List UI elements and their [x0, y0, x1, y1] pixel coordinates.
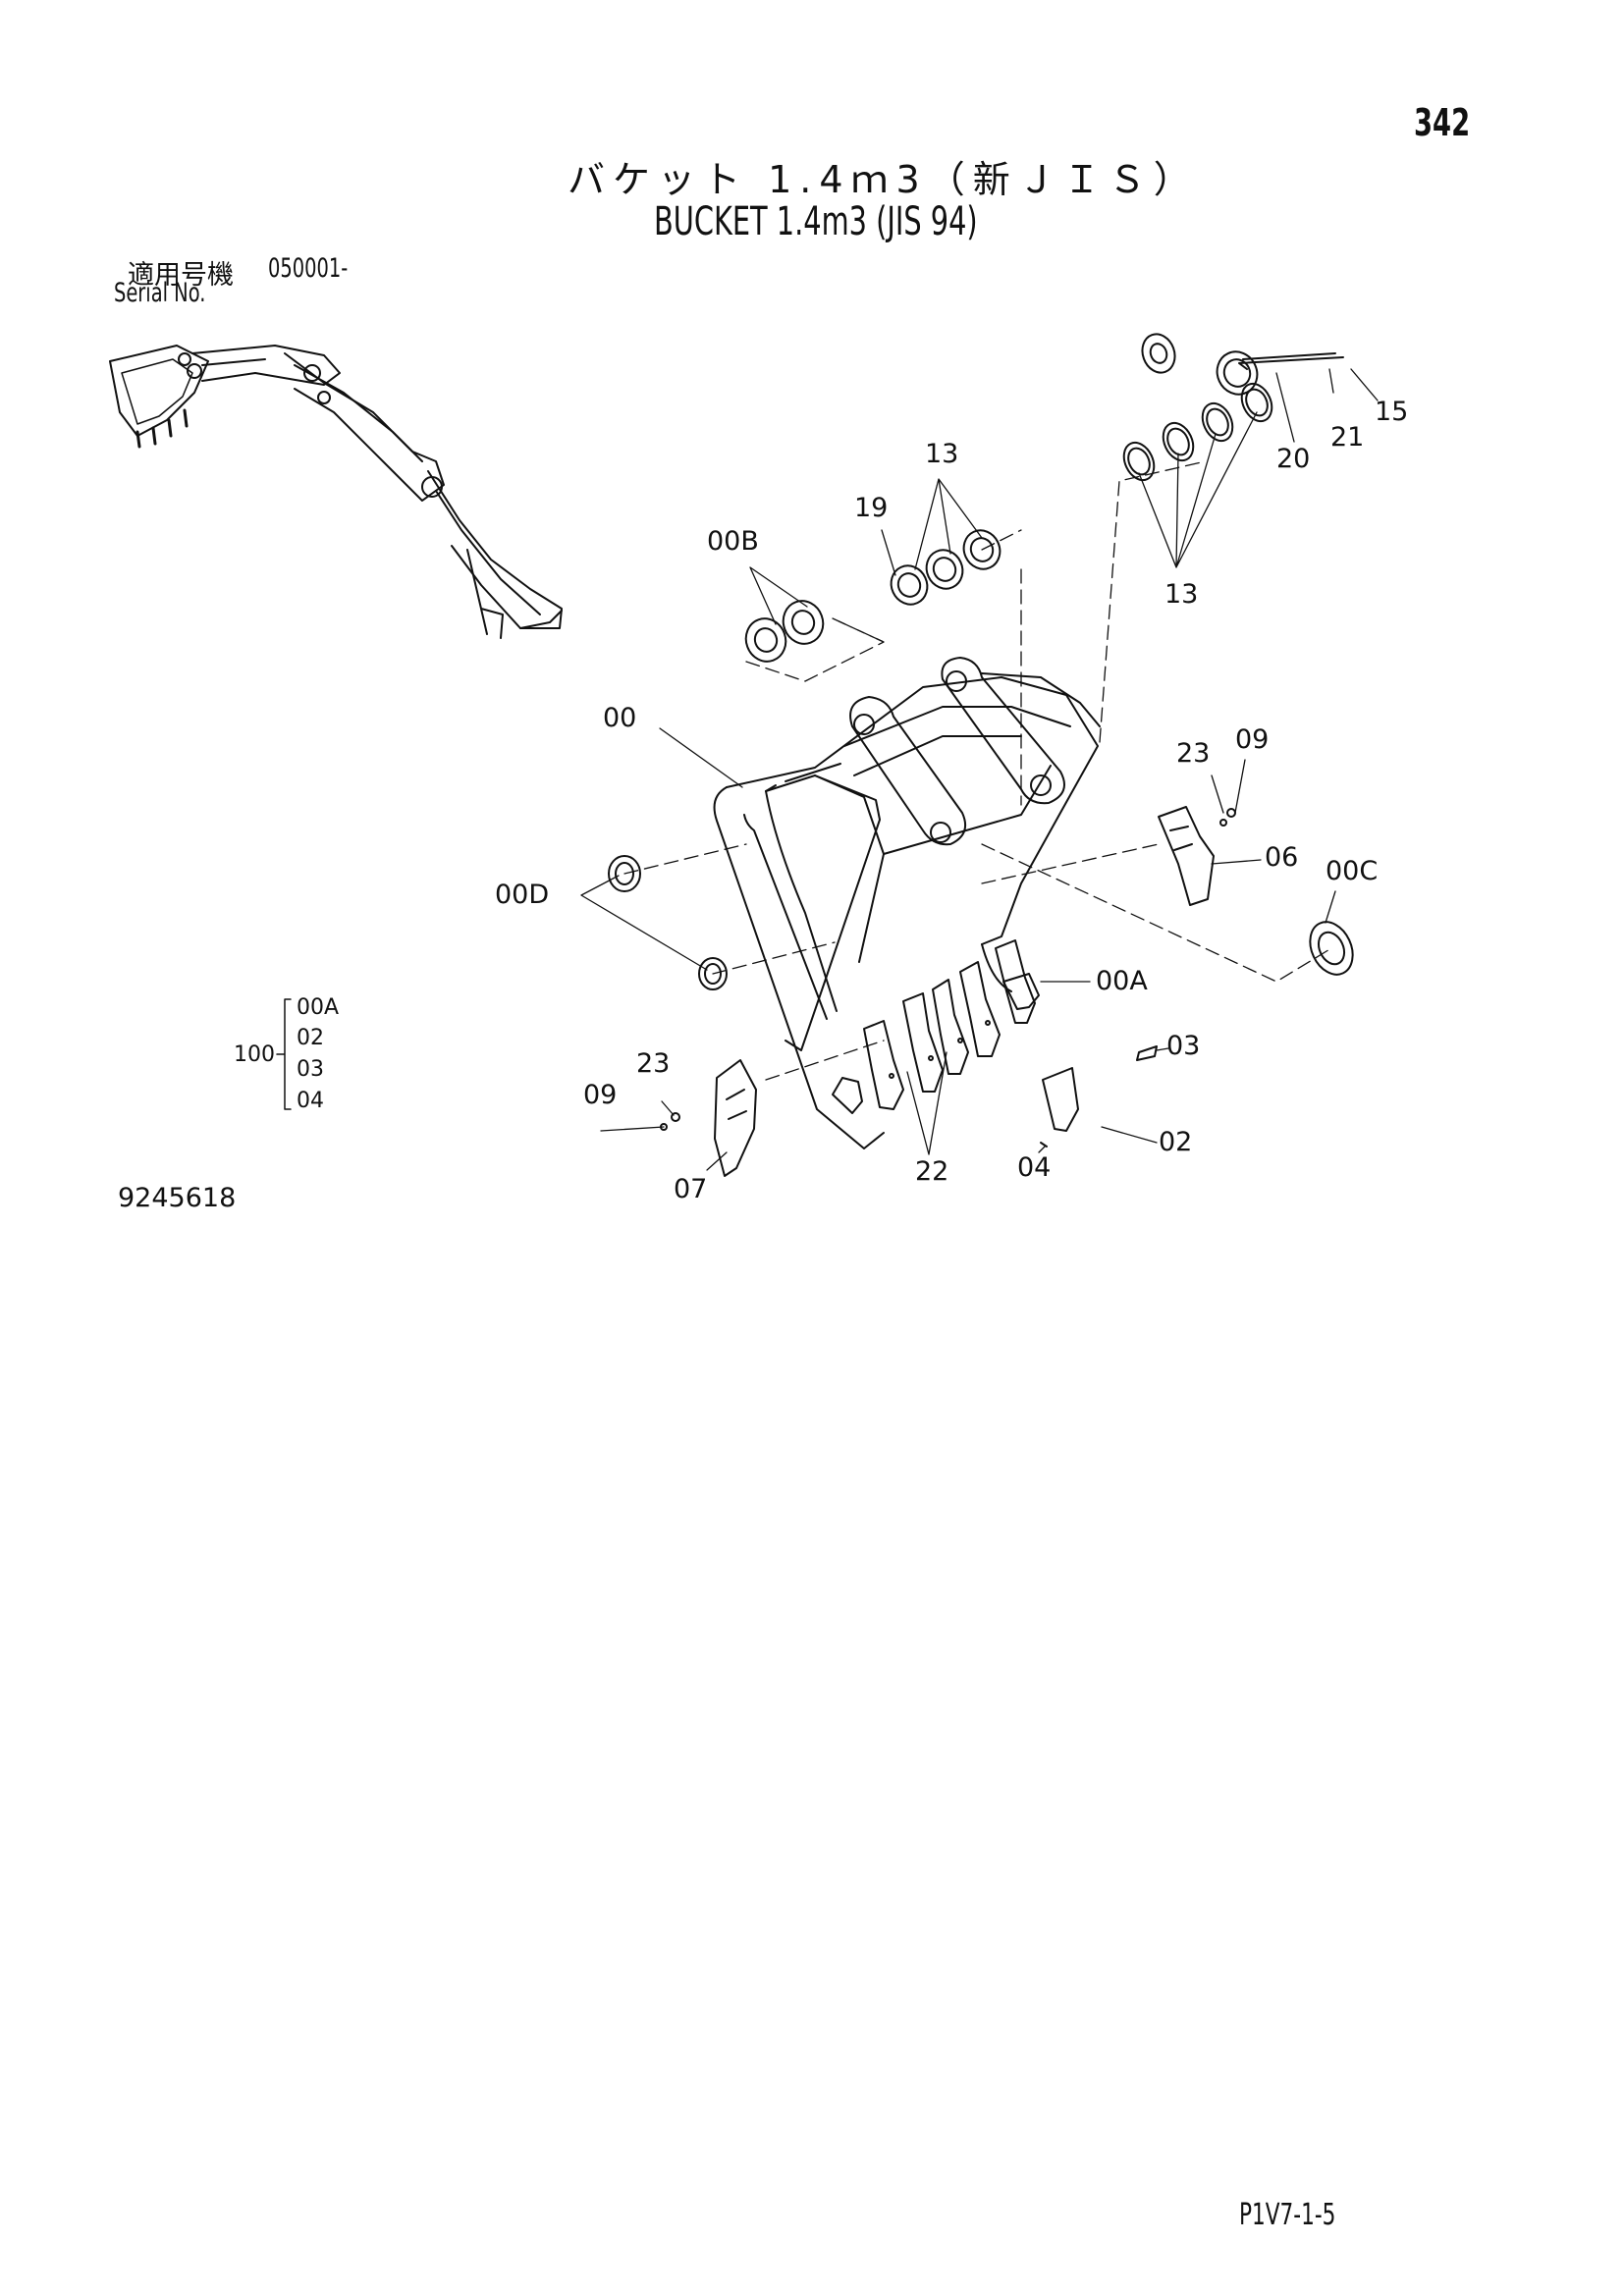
- kit-item: 04: [297, 1089, 324, 1113]
- callout-20: 20: [1276, 444, 1311, 474]
- serial-from: 050001-: [268, 253, 349, 284]
- callout-09-right: 09: [1235, 724, 1270, 755]
- callout-06: 06: [1265, 842, 1299, 873]
- kit-number: 100: [234, 1042, 275, 1067]
- kit-bracket: [276, 998, 292, 1110]
- callout-21: 21: [1330, 422, 1365, 453]
- callout-09-left: 09: [583, 1080, 618, 1110]
- callout-23-right: 23: [1176, 738, 1211, 769]
- page-number: 342: [1414, 101, 1471, 144]
- title-english: BUCKET 1.4m3 (JIS 94): [654, 199, 978, 244]
- callout-00: 00: [603, 703, 637, 733]
- serial-label-english: Serial No.: [114, 278, 206, 308]
- assembly-guide-lines: [623, 460, 1332, 1081]
- teeth-drawing: [832, 939, 1040, 1114]
- callout-02: 02: [1159, 1127, 1193, 1157]
- kit-item: 00A: [297, 995, 340, 1020]
- callout-04: 04: [1017, 1152, 1052, 1183]
- bucket-body-drawing: [713, 657, 1101, 1149]
- leader-lines: [580, 368, 1379, 1171]
- callout-15: 15: [1375, 397, 1409, 427]
- footer-code: P1V7-1-5: [1239, 2198, 1336, 2232]
- callout-22: 22: [915, 1156, 949, 1187]
- callout-00A: 00A: [1096, 966, 1148, 996]
- callout-13-top: 13: [925, 439, 959, 469]
- title-japanese: バケット 1.4ｍ3（新ＪＩＳ）: [568, 158, 1199, 201]
- serial-label-japanese: 適用号機: [128, 260, 234, 291]
- separate-parts-drawing: [608, 333, 1354, 1177]
- drawing-number: 9245618: [118, 1183, 237, 1213]
- machine-overview-illustration: [109, 345, 563, 639]
- callout-00B: 00B: [707, 526, 759, 557]
- callout-23-left: 23: [636, 1048, 671, 1079]
- callout-19: 19: [854, 493, 889, 523]
- callout-00C: 00C: [1326, 856, 1379, 886]
- callout-07: 07: [674, 1174, 708, 1204]
- kit-item: 03: [297, 1057, 324, 1082]
- callout-00D: 00D: [495, 880, 550, 910]
- kit-item: 02: [297, 1026, 324, 1050]
- callout-03: 03: [1166, 1031, 1201, 1061]
- callout-13-right: 13: [1164, 579, 1199, 610]
